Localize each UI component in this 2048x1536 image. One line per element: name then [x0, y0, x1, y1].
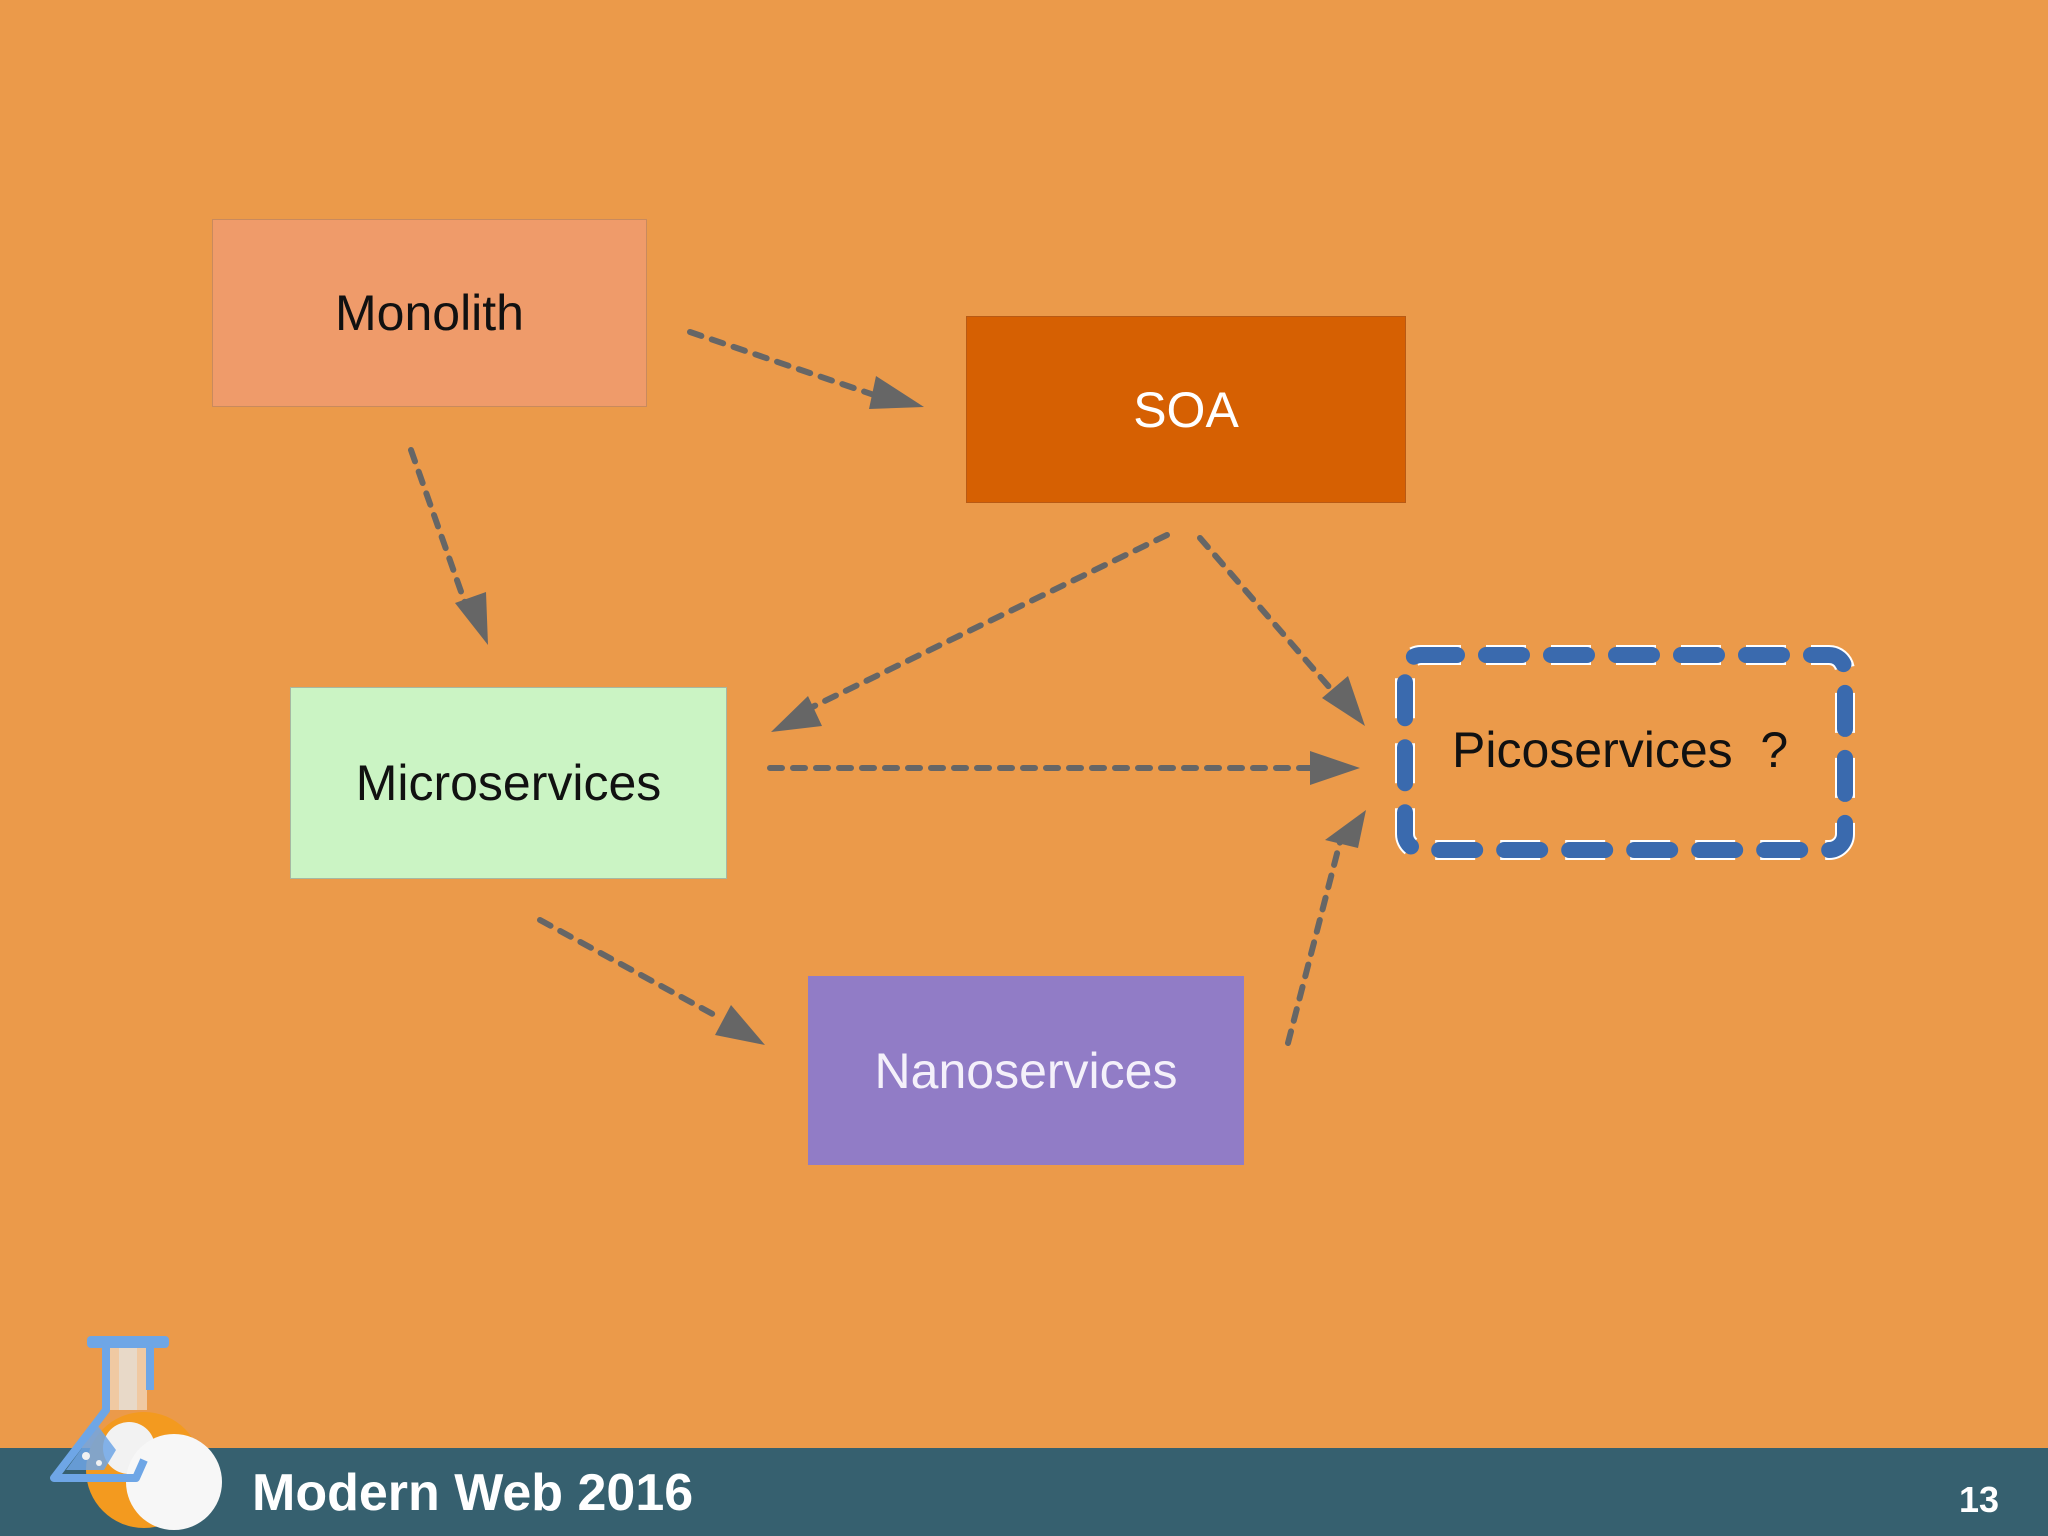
- arrow-nanoservices-to-picoservices: [1285, 839, 1343, 1046]
- arrowhead-monolith-to-microservices: [455, 592, 488, 645]
- arrowhead-monolith-to-soa: [869, 376, 924, 409]
- arrow-soa-to-picoservices: [1197, 535, 1333, 691]
- node-nanoservices-label: Nanoservices: [874, 1042, 1178, 1099]
- node-soa-label: SOA: [1133, 381, 1239, 438]
- arrowhead-nanoservices-to-picoservices: [1325, 810, 1366, 848]
- arrow-monolith-to-soa: [687, 329, 883, 400]
- node-nanoservices: Nanoservices: [808, 976, 1244, 1165]
- footer-bar: [0, 1448, 2048, 1536]
- arrowhead-soa-to-microservices: [771, 696, 822, 732]
- arrow-microservices-to-nanoservices: [537, 917, 723, 1021]
- arrowhead-microservices-to-nanoservices: [715, 1005, 765, 1045]
- arrow-monolith-to-microservices: [408, 447, 473, 620]
- node-microservices-label: Microservices: [355, 755, 662, 811]
- arrowhead-microservices-to-picoservices: [1310, 751, 1360, 785]
- node-monolith: Monolith: [212, 219, 647, 407]
- arrowhead-soa-to-picoservices: [1322, 676, 1365, 726]
- node-soa: SOA: [966, 316, 1406, 503]
- node-picoservices: Picoservices ?: [1400, 650, 1850, 850]
- flask-icon: [50, 1336, 222, 1530]
- page-number: 13: [1958, 1479, 1999, 1520]
- node-monolith-label: Monolith: [335, 285, 524, 341]
- node-picoservices-label: Picoservices ?: [1452, 722, 1789, 778]
- arrow-soa-to-microservices: [797, 532, 1170, 716]
- node-microservices: Microservices: [290, 687, 727, 879]
- footer-title: Modern Web 2016: [252, 1464, 694, 1522]
